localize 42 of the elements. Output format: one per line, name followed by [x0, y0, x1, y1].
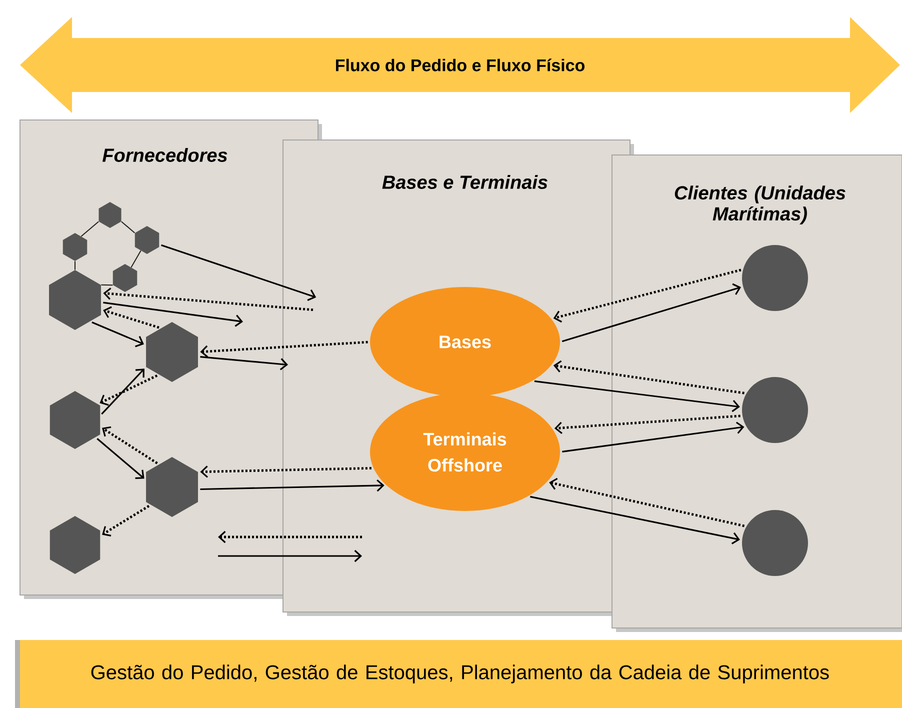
double-arrow-band: Fluxo do Pedido e Fluxo Físico — [20, 17, 900, 113]
arrow — [562, 422, 744, 453]
arrow — [103, 302, 244, 327]
arrow — [96, 438, 144, 480]
circle — [742, 510, 808, 576]
hexagon — [49, 270, 101, 330]
hexagon — [146, 322, 198, 382]
hexagon — [98, 202, 122, 228]
arrow — [200, 466, 372, 478]
arrow — [103, 306, 160, 329]
arrow — [534, 380, 740, 412]
banner: Gestão do Pedido, Gestão de Estoques, Planejamento da Cadeia de Suprimentos — [15, 640, 902, 708]
arrow — [102, 504, 150, 536]
connector-line — [74, 260, 76, 270]
connector-line — [80, 221, 100, 237]
connector-line — [120, 221, 136, 234]
arrow — [101, 368, 144, 415]
arrow — [562, 283, 742, 342]
arrow — [554, 414, 740, 434]
arrow — [200, 356, 288, 370]
arrow — [553, 268, 742, 323]
connector-line — [130, 250, 142, 268]
arrow — [92, 322, 144, 348]
hexagon — [62, 233, 88, 261]
arrow — [530, 496, 740, 544]
arrow — [549, 478, 745, 528]
hexagon — [146, 457, 198, 517]
arrow — [200, 479, 384, 492]
arrow — [100, 374, 158, 406]
connector-line — [100, 284, 114, 286]
hexagon — [50, 391, 100, 449]
hexagon — [134, 226, 160, 254]
hexagon — [50, 516, 100, 574]
arrow — [200, 340, 368, 358]
circle — [742, 377, 808, 443]
arrow — [553, 360, 744, 394]
arrow — [102, 426, 158, 464]
arrow — [160, 244, 316, 301]
panel: Clientes (Unidades Marítimas) — [612, 154, 902, 632]
circle — [742, 245, 808, 311]
hexagon — [112, 264, 138, 292]
arrow — [103, 288, 314, 312]
